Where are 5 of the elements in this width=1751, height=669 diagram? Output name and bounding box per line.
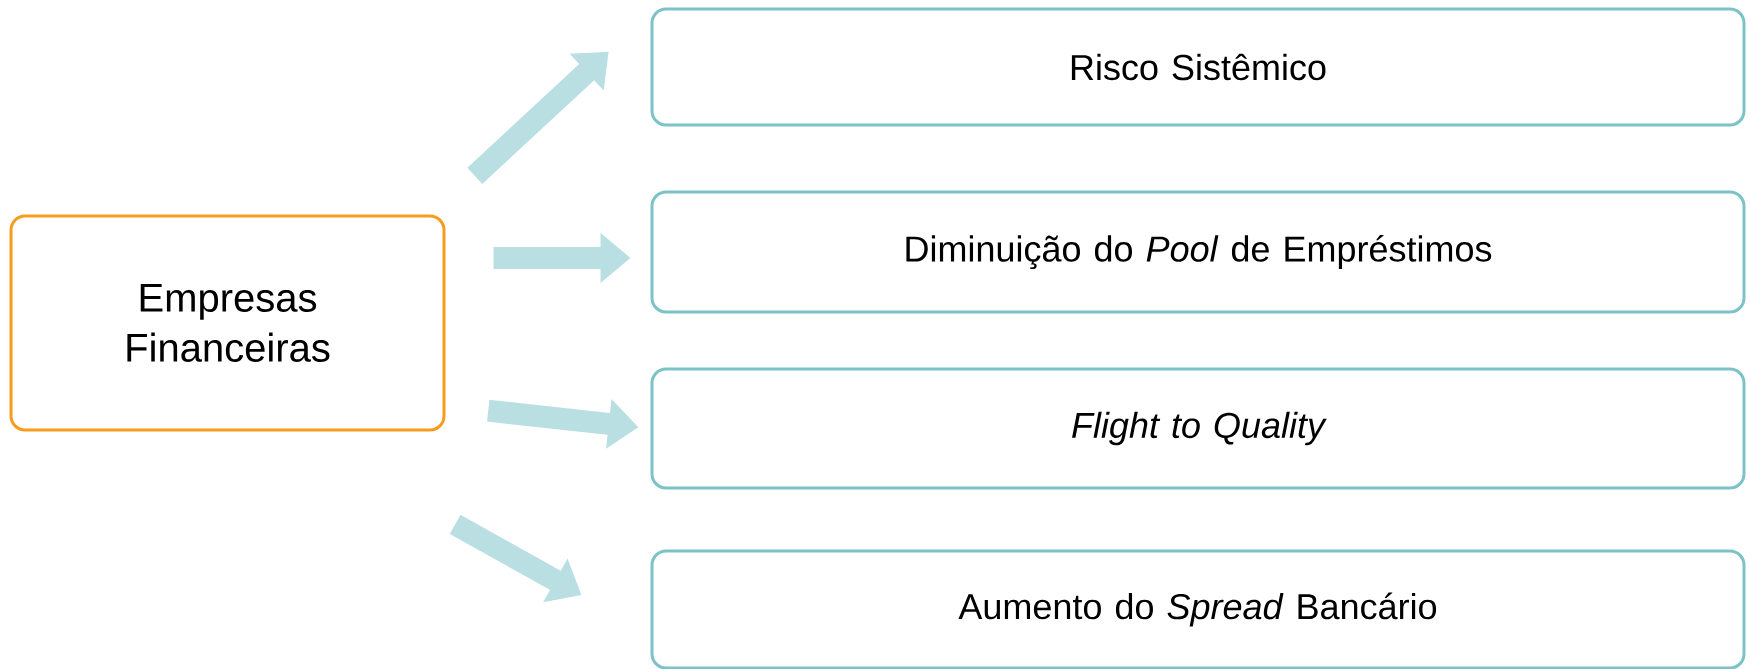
- effect-box: Aumento do Spread Bancário: [650, 549, 1746, 669]
- effect-box: Risco Sistêmico: [650, 7, 1746, 127]
- effect-box: Diminuição do Pool de Empréstimos: [650, 190, 1746, 314]
- effect-box: Flight to Quality: [650, 367, 1746, 490]
- source-box: Empresas Financeiras: [9, 214, 446, 432]
